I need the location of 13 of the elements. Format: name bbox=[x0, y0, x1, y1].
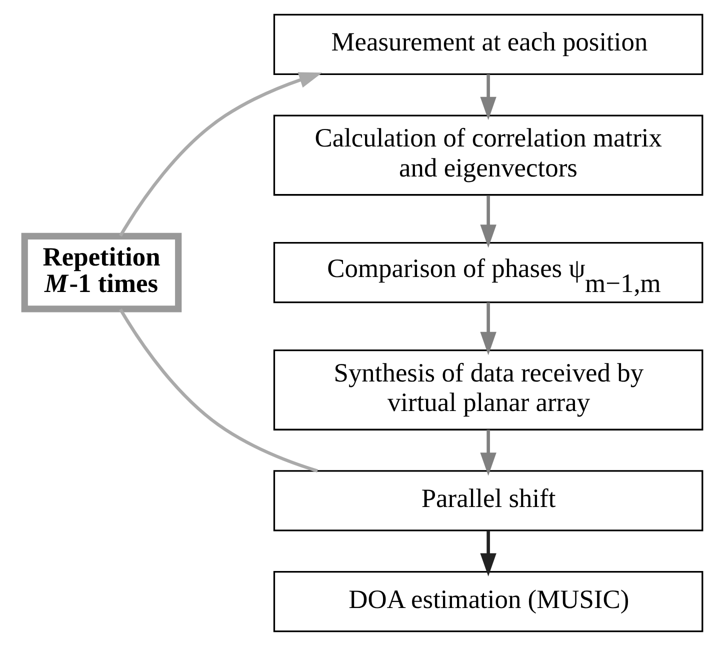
node-box: Measurement at each position bbox=[272, 14, 703, 76]
arrow bbox=[118, 72, 322, 237]
node-box: DOA estimation (MUSIC) bbox=[272, 570, 703, 632]
arrow bbox=[480, 74, 496, 120]
node-box: Repetition M-1 times bbox=[20, 232, 182, 312]
arrow bbox=[480, 195, 496, 248]
connector bbox=[118, 308, 318, 473]
node-box: Parallel shift bbox=[272, 470, 703, 532]
arrow bbox=[480, 530, 496, 576]
arrow bbox=[480, 430, 496, 476]
node-box: Calculation of correlation matrix and eigenvectors bbox=[272, 114, 703, 196]
arrow bbox=[480, 302, 496, 356]
node-box: Synthesis of data received by virtual planar array bbox=[272, 349, 703, 430]
